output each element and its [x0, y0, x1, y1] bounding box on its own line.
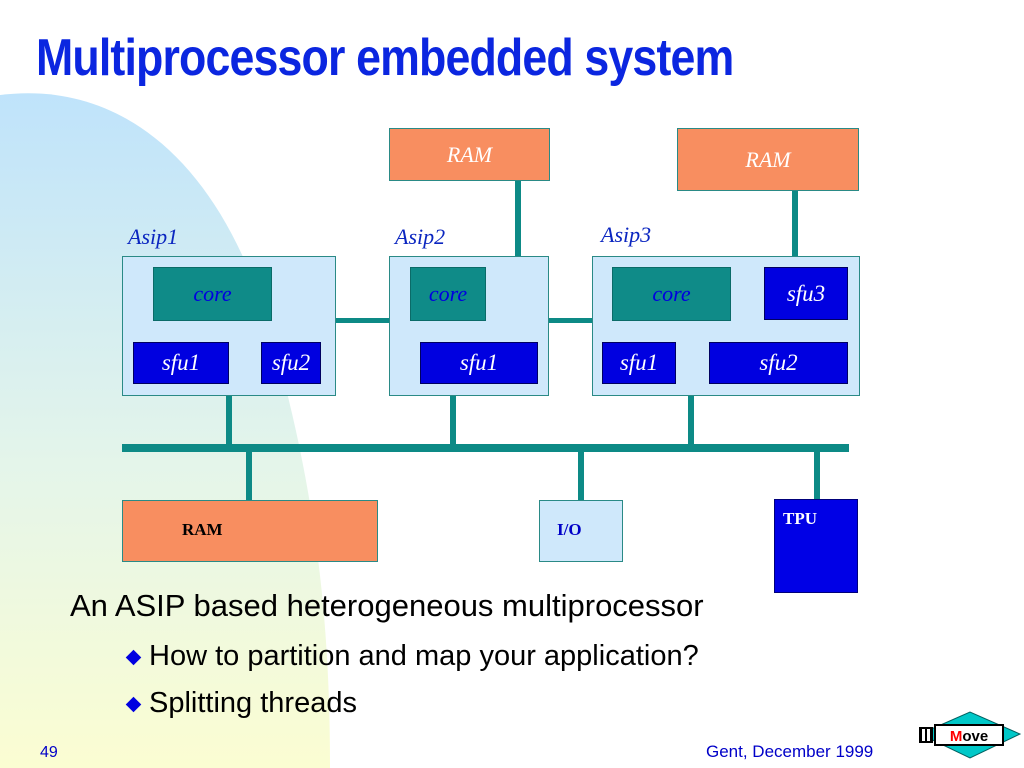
asip1-sfu1 — [133, 342, 229, 384]
system-bus — [122, 444, 849, 452]
sfu-label: sfu1 — [619, 350, 659, 375]
asip3-core — [612, 267, 731, 321]
ram-block — [677, 128, 859, 191]
core-label: core — [428, 281, 468, 306]
footer-text: Gent, December 1999 — [706, 742, 874, 761]
asip3-sfu3 — [764, 267, 848, 320]
io-label: I/O — [557, 520, 582, 539]
move-logo-icon[interactable]: Move — [918, 710, 1022, 760]
asip1-label: Asip1 — [128, 224, 179, 249]
connector-line — [226, 394, 232, 446]
shared-ram-block — [122, 500, 378, 562]
asip3-sfu1 — [602, 342, 676, 384]
core-label: core — [652, 281, 691, 306]
connector-line — [688, 394, 694, 446]
connector-line — [578, 450, 584, 502]
asip2-core — [410, 267, 486, 321]
sfu-label: sfu1 — [161, 350, 201, 375]
main-point: An ASIP based heterogeneous multiprocess… — [70, 588, 704, 623]
logo-text: ove — [962, 728, 988, 745]
tpu-block — [774, 499, 858, 593]
asip3-label: Asip3 — [601, 222, 652, 247]
asip1-core — [153, 267, 272, 321]
sfu-label: sfu1 — [459, 350, 499, 375]
bullet-text: Splitting threads — [149, 687, 357, 719]
tpu-label: TPU — [783, 509, 817, 528]
slide-title: Multiprocessor embedded system — [36, 29, 734, 87]
connector-line — [548, 318, 593, 323]
shared-ram-label: RAM — [182, 520, 223, 539]
slide-number: 49 — [40, 744, 58, 761]
io-block — [539, 500, 623, 562]
connector-line — [246, 450, 252, 502]
connector-line — [792, 190, 798, 258]
connector-line — [335, 318, 390, 323]
ram-label: RAM — [446, 142, 493, 167]
logo-prefix: M — [950, 728, 963, 745]
asip2-sfu1 — [420, 342, 538, 384]
asip3-sfu2 — [709, 342, 848, 384]
bullet-item: Splitting threads — [125, 687, 357, 720]
diamond-bullet-icon — [125, 696, 142, 713]
bullet-item: How to partition and map your applicatio… — [125, 640, 699, 673]
connector-line — [515, 180, 521, 258]
svg-text:Move: Move — [950, 728, 988, 745]
connector-line — [450, 394, 456, 446]
asip2-label: Asip2 — [395, 224, 446, 249]
asip1-sfu2 — [261, 342, 321, 384]
ram-block — [389, 128, 550, 181]
core-label: core — [193, 281, 232, 306]
diamond-bullet-icon — [125, 649, 142, 666]
sfu-label: sfu2 — [759, 350, 798, 375]
connector-line — [814, 450, 820, 500]
bullet-text: How to partition and map your applicatio… — [149, 640, 699, 672]
sfu-label: sfu2 — [271, 350, 311, 375]
ram-label: RAM — [745, 146, 791, 172]
sfu-label: sfu3 — [786, 280, 826, 306]
